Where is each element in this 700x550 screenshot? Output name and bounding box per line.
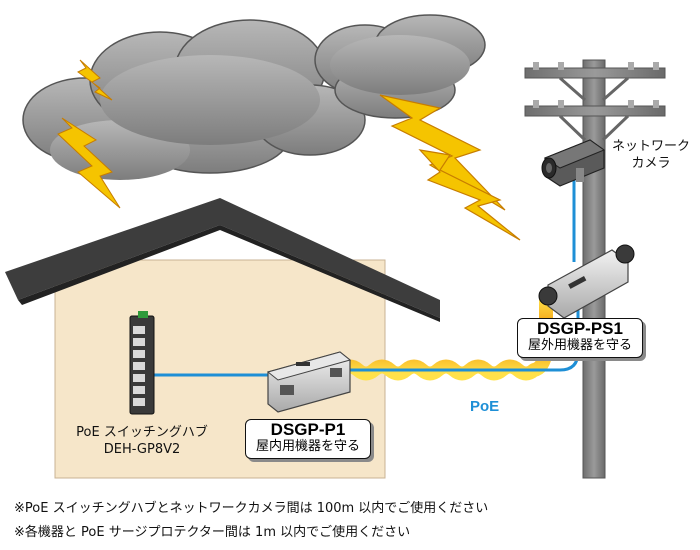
switch-label-line2: DEH-GP8V2 [103,442,181,457]
note-distance-hub-camera: ※PoE スイッチングハブとネットワークカメラ間は 100m 以内でご使用くださ… [14,501,489,516]
outdoor-protector-desc: 屋外用機器を守る [527,338,632,353]
outdoor-protector-device [538,244,635,319]
lightning-bolt-left [57,117,121,209]
storm-cloud-left [22,19,366,180]
lightning-bolt-center [379,94,506,211]
lightning-bolt-small [77,59,113,101]
camera-label-line1: ネットワーク [611,139,690,154]
switch-label-line1: PoE スイッチングハブ [76,425,208,440]
note-distance-protector: ※各機器と PoE サージプロテクター間は 1m 以内でご使用ください [14,525,411,540]
camera-label-line2: カメラ [631,156,671,171]
indoor-protector-label: DSGP-P1 屋内用機器を守る [245,419,371,459]
network-camera [541,139,606,187]
indoor-protector-model: DSGP-P1 [270,420,346,439]
storm-cloud-right [314,14,486,119]
outdoor-protector-label: DSGP-PS1 屋外用機器を守る [517,318,643,358]
lightning-bolt-right [418,149,521,241]
poe-cable-label: PoE [470,398,500,415]
poe-switching-hub [129,311,155,415]
outdoor-protector-model: DSGP-PS1 [537,319,623,338]
indoor-protector-desc: 屋内用機器を守る [255,439,360,454]
indoor-protector-device [266,351,352,413]
switch-label: PoE スイッチングハブ DEH-GP8V2 [62,424,222,458]
camera-label: ネットワーク カメラ [608,138,694,172]
